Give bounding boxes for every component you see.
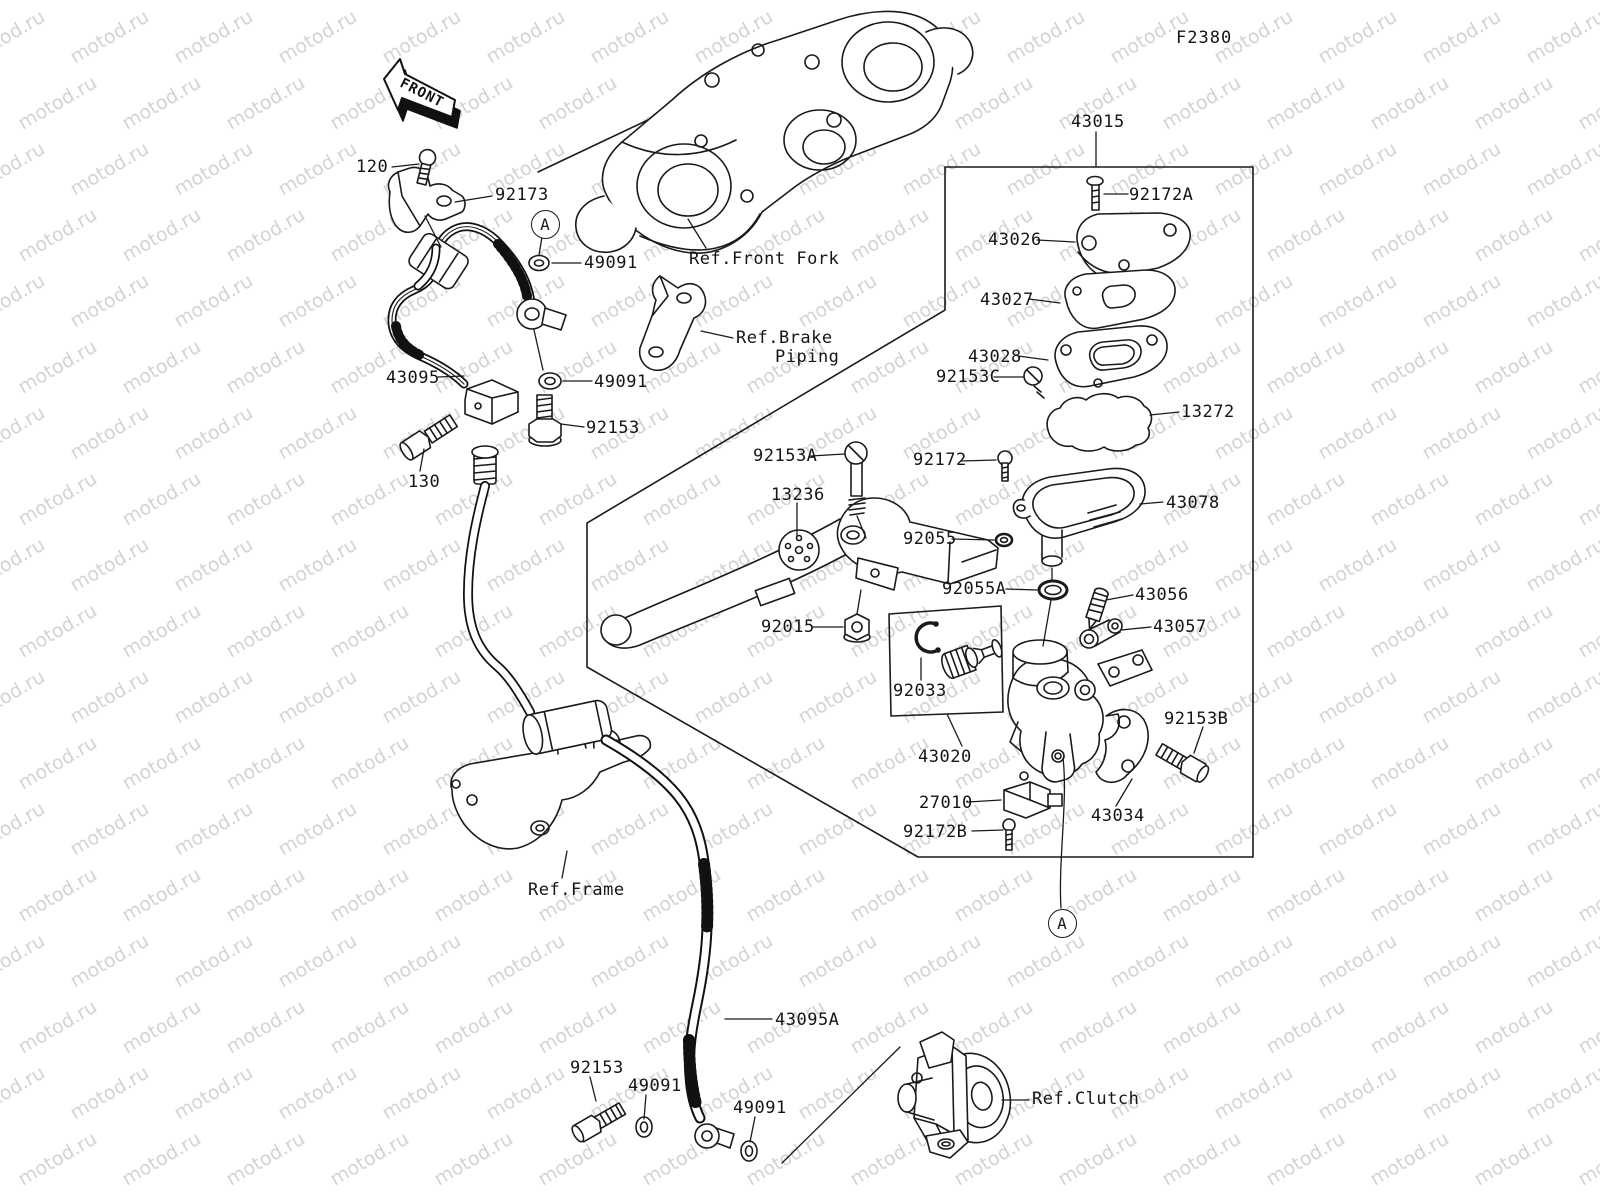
detail-marker-a-2: A <box>1047 908 1077 938</box>
part-label-43028: 43028 <box>968 347 1022 367</box>
part-label-92055A: 92055A <box>942 579 1007 599</box>
part-label-120: 120 <box>356 157 389 177</box>
part-label-43056: 43056 <box>1135 585 1189 605</box>
part-label-13272: 13272 <box>1181 402 1235 422</box>
part-label-92153u: 92153 <box>586 418 640 438</box>
part-label-ref-brake-2: Piping <box>775 347 840 367</box>
part-label-ref-brake-1: Ref.Brake <box>736 328 833 348</box>
part-label-43057: 43057 <box>1153 617 1207 637</box>
part-label-43078: 43078 <box>1166 493 1220 513</box>
clutch-hose-lower-drawing <box>450 481 758 1162</box>
part-label-43034: 43034 <box>1091 806 1145 826</box>
part-label-92015: 92015 <box>761 617 815 637</box>
part-label-130: 130 <box>408 472 441 492</box>
bolt-120-drawing <box>416 148 437 186</box>
brake-hose-upper-drawing <box>387 166 567 485</box>
reservoir-assembly-drawing <box>994 175 1191 601</box>
part-label-92172A: 92172A <box>1129 185 1194 205</box>
part-label-49091d: 49091 <box>733 1098 787 1118</box>
part-label-49091c: 49091 <box>628 1076 682 1096</box>
leader-lines <box>391 131 1204 1164</box>
triple-clamp-drawing <box>575 10 974 254</box>
part-label-92153A: 92153A <box>753 446 818 466</box>
part-label-92172: 92172 <box>913 450 967 470</box>
part-label-92153l: 92153 <box>570 1058 624 1078</box>
part-label-49091a: 49091 <box>584 253 638 273</box>
part-label-92153B: 92153B <box>1164 709 1229 729</box>
part-label-92173: 92173 <box>495 185 549 205</box>
part-label-92033: 92033 <box>893 681 947 701</box>
part-label-43095A: 43095A <box>775 1010 840 1030</box>
part-label-92172B: 92172B <box>903 822 968 842</box>
detail-marker-a-1: A <box>530 209 560 239</box>
part-label-92055: 92055 <box>903 529 957 549</box>
clutch-slave-drawing <box>897 1031 1012 1159</box>
master-cylinder-drawing <box>1002 587 1210 851</box>
part-label-43026: 43026 <box>988 230 1042 250</box>
part-label-ref-frame: Ref.Frame <box>528 880 625 900</box>
clutch-lever-drawing <box>600 441 999 649</box>
part-label-ref-front-fork: Ref.Front Fork <box>689 249 840 269</box>
part-label-43015: 43015 <box>1071 112 1125 132</box>
part-label-43095: 43095 <box>386 368 440 388</box>
part-label-92153C: 92153C <box>936 367 1001 387</box>
part-label-43020: 43020 <box>918 747 972 767</box>
front-arrow: FRONT <box>383 58 461 129</box>
part-label-27010: 27010 <box>919 793 973 813</box>
part-label-43027: 43027 <box>980 290 1034 310</box>
brake-piping-bracket-drawing <box>638 275 707 372</box>
part-label-49091b: 49091 <box>594 372 648 392</box>
piston-kit-drawing <box>914 621 1003 680</box>
part-label-ref-clutch: Ref.Clutch <box>1032 1089 1140 1109</box>
figure-code: F2380 <box>1176 28 1233 48</box>
part-label-13236: 13236 <box>771 485 825 505</box>
